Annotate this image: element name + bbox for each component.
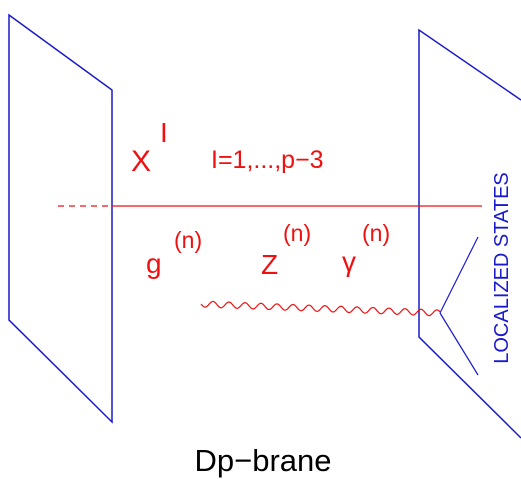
z-symbol: Z: [261, 249, 278, 280]
z-superscript: (n): [283, 220, 311, 246]
index-range: I=1,...,p−3: [211, 146, 324, 174]
x-superscript: I: [160, 117, 168, 148]
brane-caption: Dp−brane: [194, 443, 331, 478]
left-brane: [8, 13, 113, 424]
gamma-superscript: (n): [362, 220, 390, 246]
x-symbol: X: [131, 145, 151, 178]
right-brane: [418, 28, 521, 439]
g-symbol: g: [146, 248, 162, 279]
localized-states-pointer-lower: [439, 312, 479, 376]
gamma-symbol: γ: [342, 246, 356, 277]
localized-states-label: LOCALIZED STATES: [491, 172, 513, 364]
localized-states-pointer-upper: [439, 236, 479, 314]
g-superscript: (n): [174, 227, 202, 253]
wavy-string: [200, 300, 441, 317]
